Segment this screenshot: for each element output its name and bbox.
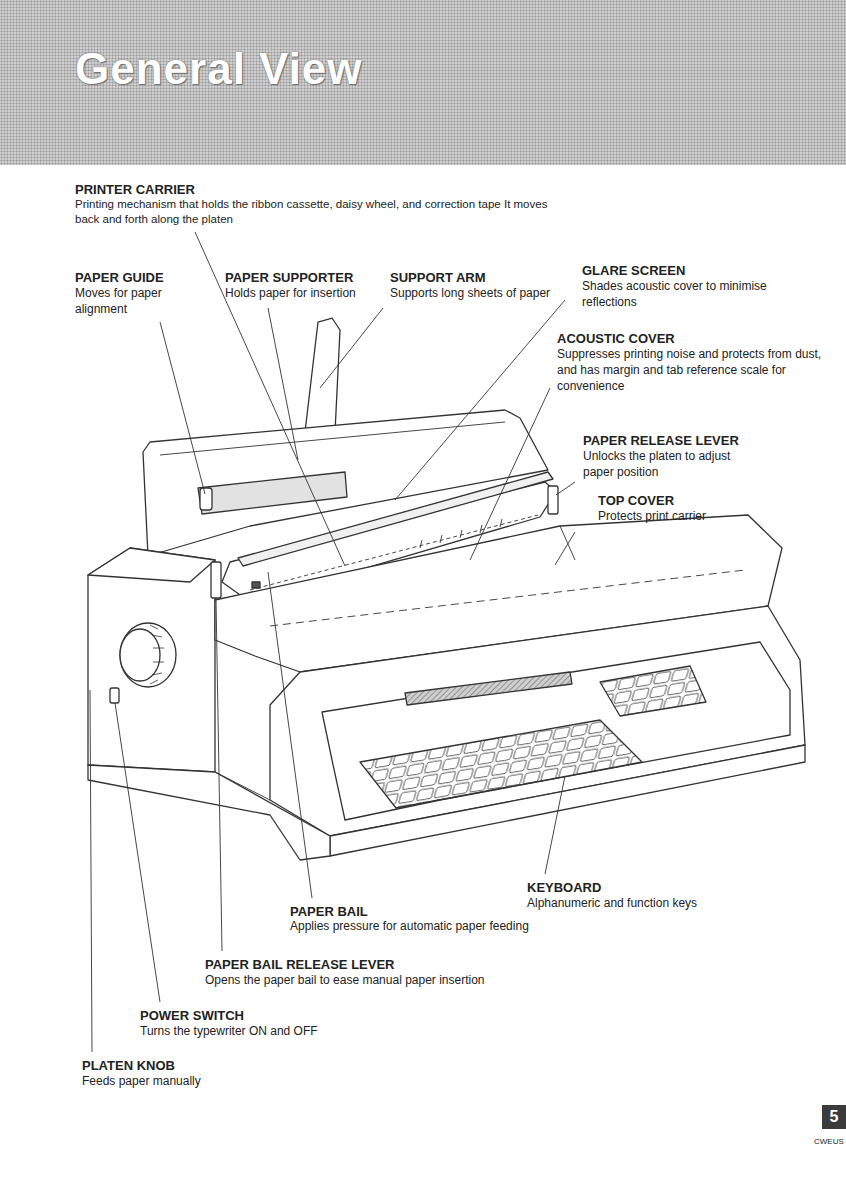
part-description: Shades acoustic cover to minimise reflec…: [582, 279, 797, 311]
part-name: SUPPORT ARM: [390, 269, 570, 286]
part-description: Suppresses printing noise and protects f…: [557, 347, 825, 394]
part-description: Applies pressure for automatic paper fee…: [290, 919, 610, 935]
part-name: POWER SWITCH: [140, 1007, 340, 1024]
part-name: PAPER BAIL RELEASE LEVER: [205, 956, 505, 973]
page-title: General View: [75, 44, 363, 94]
part-name: PRINTER CARRIER: [75, 181, 375, 198]
part-name: PAPER SUPPORTER: [225, 269, 385, 286]
part-description: Printing mechanism that holds the ribbon…: [75, 197, 560, 227]
part-name: KEYBOARD: [527, 879, 727, 896]
page-number-box: 5: [822, 1105, 846, 1129]
part-name: PAPER RELEASE LEVER: [583, 432, 813, 449]
part-description: Protects print carrier: [598, 509, 788, 525]
part-name: PLATEN KNOB: [82, 1057, 282, 1074]
part-name: ACOUSTIC COVER: [557, 330, 777, 347]
part-description: Alphanumeric and function keys: [527, 896, 757, 912]
part-description: Turns the typewriter ON and OFF: [140, 1024, 420, 1040]
part-description: Unlocks the platen to adjust paper posit…: [583, 449, 758, 481]
part-name: PAPER GUIDE: [75, 269, 215, 286]
part-description: Opens the paper bail to ease manual pape…: [205, 973, 545, 989]
part-name: TOP COVER: [598, 492, 778, 509]
part-description: Supports long sheets of paper: [390, 286, 575, 302]
page-code: CWEUS: [814, 1137, 846, 1148]
page-number: 5: [830, 1108, 839, 1126]
part-description: Moves for paper alignment: [75, 286, 175, 318]
part-name: GLARE SCREEN: [582, 262, 802, 279]
part-description: Feeds paper manually: [82, 1074, 302, 1090]
part-description: Holds paper for insertion: [225, 286, 385, 302]
part-name: PAPER BAIL: [290, 903, 490, 920]
